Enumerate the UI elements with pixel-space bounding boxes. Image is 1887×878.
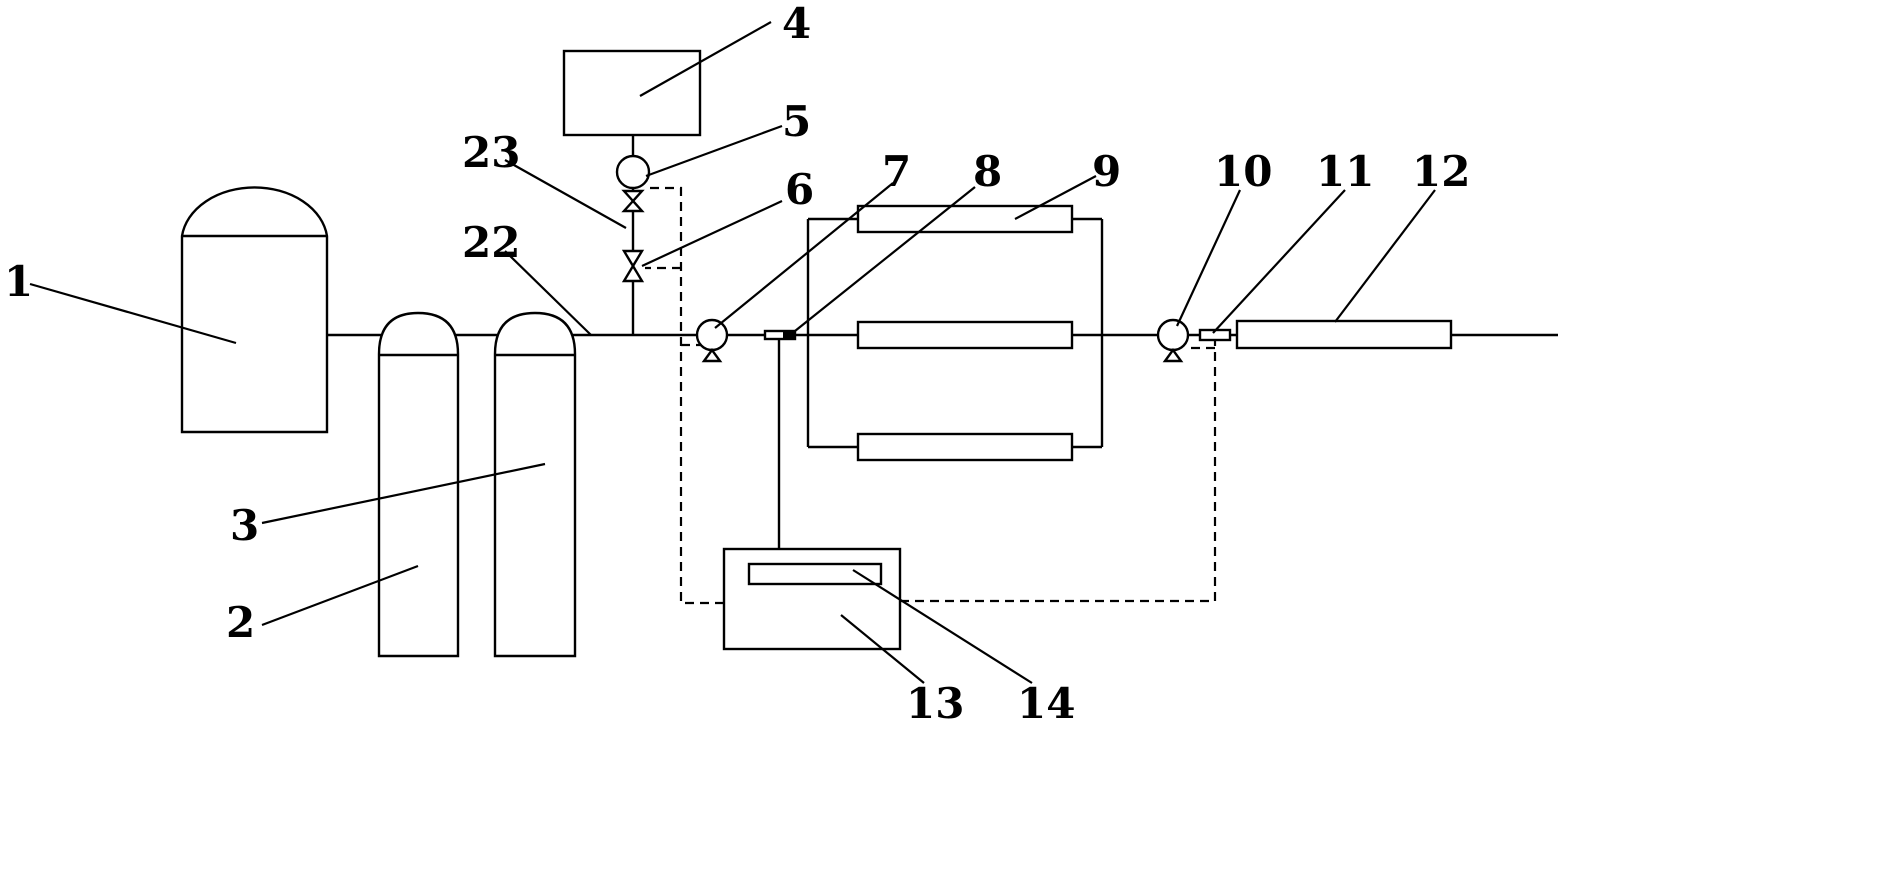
module-top (856, 204, 1074, 234)
module-bottom (856, 432, 1074, 462)
valve-upper (621, 189, 645, 213)
display-14 (747, 562, 883, 586)
label-7: 7 (882, 147, 911, 196)
vessel-4 (562, 49, 702, 137)
label-11: 11 (1316, 147, 1374, 196)
label-2: 2 (226, 598, 255, 647)
module-array-9 (806, 204, 1104, 462)
tank-1 (180, 186, 329, 434)
labels: 1 2 3 4 5 6 7 8 9 10 11 12 13 14 22 23 (4, 0, 1470, 728)
label-13: 13 (906, 679, 964, 728)
pump-7 (695, 318, 729, 363)
label-1: 1 (4, 257, 33, 306)
process-flow-diagram: 1 2 3 4 5 6 7 8 9 10 11 12 13 14 22 23 (4, 0, 1558, 728)
label-12: 12 (1412, 147, 1470, 196)
label-14: 14 (1017, 679, 1075, 728)
label-6: 6 (785, 165, 814, 214)
cylinder-2 (377, 311, 460, 658)
pump-10 (1156, 318, 1190, 363)
leader-lines (29, 21, 1436, 684)
label-10: 10 (1214, 147, 1272, 196)
module-12 (1235, 319, 1453, 350)
cylinder-3 (493, 311, 577, 658)
label-22: 22 (462, 218, 520, 267)
control-wires (644, 186, 1217, 605)
label-4: 4 (782, 0, 811, 48)
module-middle (856, 320, 1074, 350)
label-3: 3 (230, 501, 259, 550)
label-23: 23 (462, 128, 520, 177)
valve-6 (621, 249, 645, 283)
pump-5 (615, 154, 651, 190)
label-9: 9 (1092, 147, 1121, 196)
label-5: 5 (782, 97, 811, 146)
label-8: 8 (973, 147, 1002, 196)
